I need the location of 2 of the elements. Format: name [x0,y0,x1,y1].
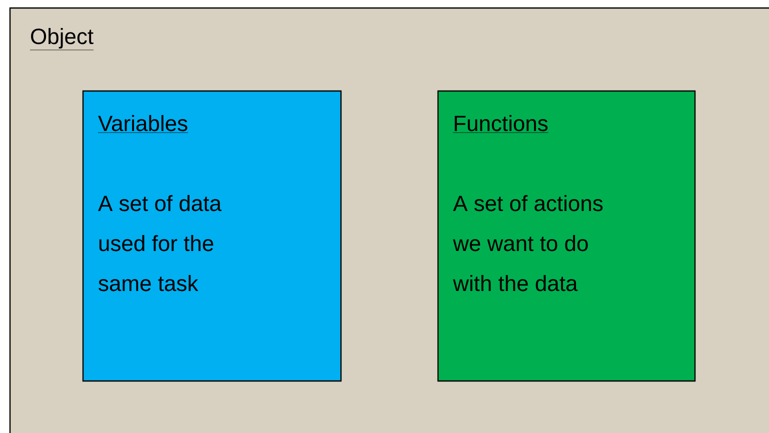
variables-box: Variables A set of data used for the same task [82,90,342,382]
functions-box: Functions A set of actions we want to do with the data [437,90,696,382]
